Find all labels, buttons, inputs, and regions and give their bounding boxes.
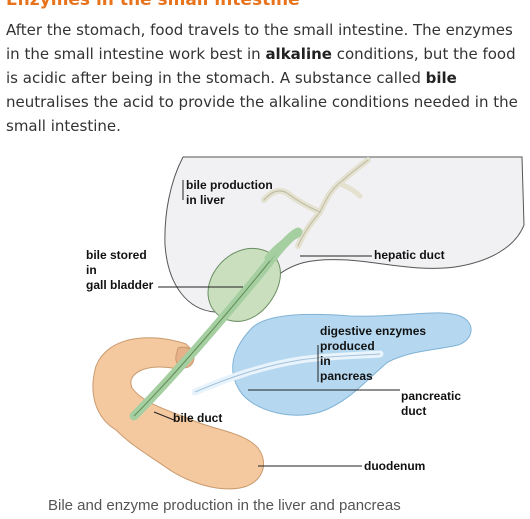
keyword-bile: bile xyxy=(425,69,457,87)
leader-lines xyxy=(153,180,400,467)
duodenum-shape xyxy=(92,337,264,490)
section-heading: Enzymes in the small intestine xyxy=(6,0,300,10)
intro-text-1: After the stomach, food travels to the s… xyxy=(6,21,513,63)
label-pancreatic-duct-line2: duct xyxy=(401,404,427,418)
label-bile-production-line1: bile production xyxy=(186,178,273,192)
intro-text-2: conditions, but the food is acidic after… xyxy=(6,45,516,87)
label-bile-production-line2: in liver xyxy=(186,193,225,207)
label-digestive-enzymes-line3: in xyxy=(320,354,331,368)
label-bile-production: bile production in liver xyxy=(186,178,273,208)
label-duodenum: duodenum xyxy=(364,459,426,473)
label-pancreatic-duct-line1: pancreatic xyxy=(401,389,462,403)
label-hepatic-duct: hepatic duct xyxy=(374,248,445,262)
pancreas-shape xyxy=(232,312,472,416)
label-bile-stored-line3: gall bladder xyxy=(86,278,154,292)
label-bile-stored-line1: bile stored xyxy=(86,248,147,262)
keyword-alkaline: alkaline xyxy=(265,45,332,63)
label-digestive-enzymes: digestive enzymes produced in pancreas xyxy=(320,324,426,384)
label-bile-stored: bile stored in gall bladder xyxy=(86,248,153,293)
intro-text-3: neutralises the acid to provide the alka… xyxy=(6,93,518,135)
label-digestive-enzymes-line2: produced xyxy=(320,339,375,353)
label-pancreatic-duct: pancreatic duct xyxy=(401,389,461,419)
cystic-duct-tube xyxy=(264,230,302,262)
label-bile-duct: bile duct xyxy=(173,411,223,425)
leader-bile-duct xyxy=(153,411,175,421)
liver-bile-channels xyxy=(261,157,371,249)
label-digestive-enzymes-line4: pancreas xyxy=(320,369,373,383)
figure-caption: Bile and enzyme production in the liver … xyxy=(48,497,401,514)
label-digestive-enzymes-line1: digestive enzymes xyxy=(320,324,427,338)
label-bile-stored-line2: in xyxy=(86,263,97,277)
intro-paragraph: After the stomach, food travels to the s… xyxy=(6,18,526,138)
